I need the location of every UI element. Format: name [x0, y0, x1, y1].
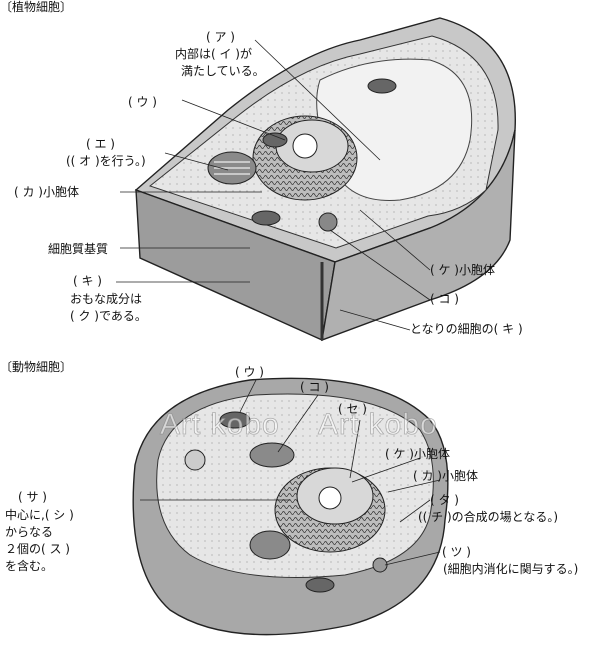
label-ka: ( カ )小胞体: [14, 185, 79, 199]
plant-chloroplast: [207, 151, 257, 185]
animal-leader-lines: [140, 379, 441, 566]
animal-cell-header: 〔動物細胞〕: [0, 360, 73, 374]
animal-label-tsu-line2: (細胞内消化に関与する。): [443, 562, 579, 576]
plant-cell-right-face: [321, 129, 516, 342]
label-cytoplasm: 細胞質基質: [48, 242, 109, 256]
label-ko: ( コ ): [430, 292, 459, 306]
label-a-line3: 満たしている。: [181, 64, 265, 78]
watermark: Art kobo: [318, 408, 438, 442]
plant-mitochondrion: [251, 210, 281, 226]
watermark: Art kobo: [160, 408, 280, 442]
label-a: ( ア ): [206, 30, 235, 44]
label-e-line2: (( オ )を行う。): [66, 154, 146, 168]
animal-label-ka: ( カ )小胞体: [413, 469, 478, 483]
animal-label-sa-line4: ２個の( ス ): [5, 542, 70, 556]
plant-cell-header: 〔植物細胞〕: [0, 0, 73, 14]
animal-label-tsu: ( ツ ): [442, 545, 471, 559]
animal-label-u: ( ウ ): [235, 365, 264, 379]
animal-label-ta-line2: (( チ )の合成の場となる。): [418, 510, 558, 524]
animal-mitochondrion: [305, 577, 335, 593]
plant-nucleus: [252, 115, 358, 201]
label-u: ( ウ ): [128, 95, 157, 109]
label-ki-line3: ( ク )である。: [70, 309, 147, 323]
animal-lysosome: [372, 557, 388, 573]
animal-label-ko: ( コ ): [300, 380, 329, 394]
label-a-line2: 内部は( イ )が: [175, 47, 252, 61]
animal-nucleus: [274, 467, 386, 553]
plant-golgi: [318, 212, 338, 232]
plant-mitochondrion: [367, 78, 397, 94]
animal-golgi: [249, 442, 295, 468]
plant-mitochondrion: [262, 132, 288, 148]
animal-vesicle: [184, 449, 206, 471]
animal-label-sa-line5: を含む。: [5, 559, 54, 573]
animal-label-se: ( セ ): [338, 402, 367, 416]
label-ki-line2: おもな成分は: [70, 292, 143, 306]
animal-mitochondrion: [219, 411, 251, 429]
plant-leader-lines: [116, 39, 431, 331]
animal-label-ke: ( ケ )小胞体: [385, 447, 450, 461]
label-ke: ( ケ )小胞体: [430, 263, 495, 277]
label-neighbor: となりの細胞の( キ ): [410, 322, 523, 336]
plant-cell: [134, 17, 516, 342]
animal-label-sa-line2: 中心に,( シ ): [5, 508, 74, 522]
animal-cell: [132, 377, 449, 636]
animal-label-ta: ( タ ): [430, 493, 459, 507]
label-ki: ( キ ): [73, 274, 102, 288]
label-e: ( エ ): [86, 137, 115, 151]
animal-golgi: [249, 530, 291, 560]
animal-label-sa-line3: からなる: [5, 525, 54, 539]
animal-label-sa: ( サ ): [18, 490, 47, 504]
